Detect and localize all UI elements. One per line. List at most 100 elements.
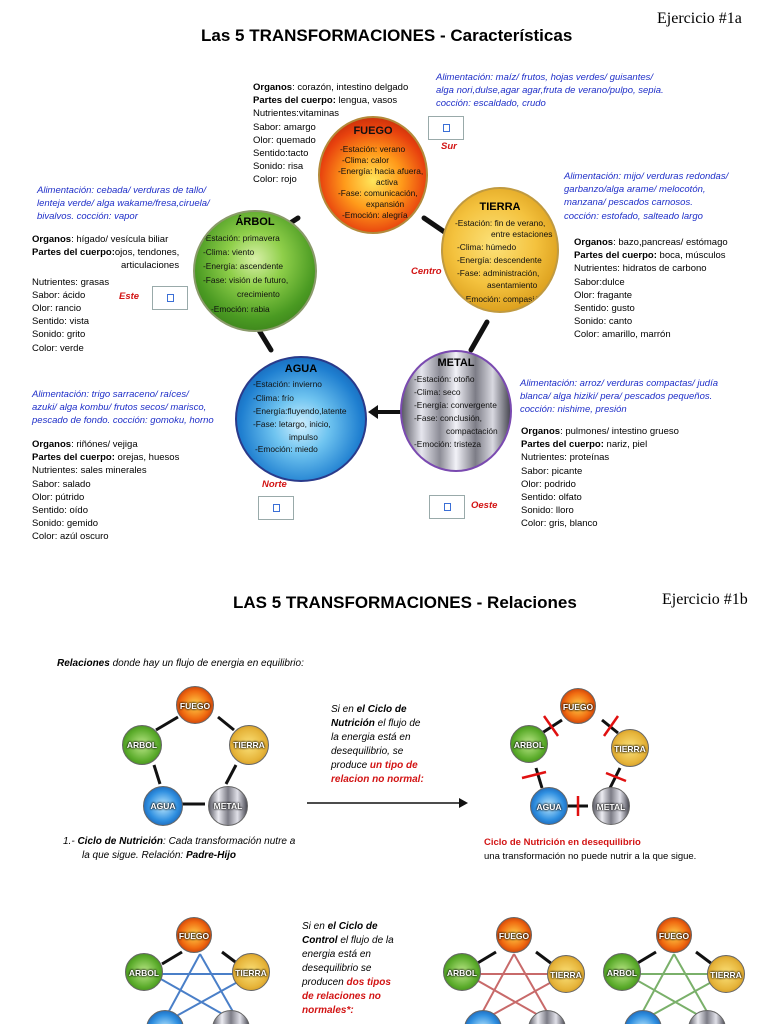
arbol-title: ÁRBOL <box>235 216 275 228</box>
metal-answer-box[interactable] <box>429 495 465 519</box>
arbol-line-3: -Fase: visión de futuro, <box>203 275 289 285</box>
fuego-line-3: activa <box>376 177 398 187</box>
nutrition-arbol-circle: ARBOL <box>122 725 162 765</box>
control-tierra-circle: TIERRA <box>232 953 270 991</box>
arbol-alimentacion: Alimentación: cebada/ verduras de tallo/… <box>37 185 210 223</box>
agua-circle: AGUA -Estación: invierno -Clima: frío -E… <box>235 356 367 482</box>
agua-line-4: impulso <box>289 432 318 442</box>
fuego-alimentacion: Alimentación: maíz/ frutos, hojas verdes… <box>436 72 664 110</box>
agua-direction: Norte <box>262 479 287 490</box>
arbol-line-5: -Emoción: rabia <box>211 304 270 314</box>
tierra-line-6: -Emoción: compasión <box>463 294 544 304</box>
metal-line-2: -Energía: convergente <box>414 400 497 410</box>
agua-line-5: -Emoción: miedo <box>255 444 318 454</box>
nutrition-tierra-circle: TIERRA <box>229 725 269 765</box>
arbol-direction: Este <box>119 291 140 302</box>
arbol-line-1: -Clima: viento <box>203 247 255 257</box>
fuego-info-line: Sentido:tacto <box>253 148 309 160</box>
control-fuego-circle: FUEGO <box>176 917 212 953</box>
tierra-circle: TIERRA -Estación: fin de verano, entre e… <box>441 187 559 313</box>
exercise-label-1b: Ejercicio #1b <box>662 591 748 608</box>
fuego-info-line: Partes del cuerpo: lengua, vasos <box>253 95 398 107</box>
arbol-line-2: -Energía: ascendente <box>203 261 284 271</box>
nutrition-agua-circle: AGUA <box>143 786 183 826</box>
fuego-line-4: -Fase: comunicación, <box>338 188 418 198</box>
agua-line-2: -Energía:fluyendo,latente <box>253 406 347 416</box>
agua-line-3: -Fase: letargo, inicio, <box>253 419 331 429</box>
metal-alimentacion: Alimentación: arroz/ verduras compactas/… <box>520 378 719 416</box>
fuego-circle: FUEGO -Estación: verano -Clima: calor -E… <box>318 116 428 234</box>
nutrition-fuego-circle: FUEGO <box>176 686 214 724</box>
metal-info: Organos: pulmones/ intestino grueso Part… <box>521 426 679 530</box>
fuego-info-line: Color: rojo <box>253 174 297 186</box>
imbalanced-cycle-lines <box>521 715 627 816</box>
tierra-line-4: -Fase: administración, <box>457 268 540 278</box>
fuego-info-line: Sonido: risa <box>253 161 304 173</box>
tierra-line-3: -Energía: descendente <box>457 255 542 265</box>
fuego-title: FUEGO <box>353 125 393 137</box>
arbol-line-0: -Estación: primavera <box>203 233 280 243</box>
control3-tierra-circle: TIERRA <box>707 955 745 993</box>
arbol-circle: ÁRBOL -Estación: primavera -Clima: vient… <box>193 210 317 332</box>
agua-line-1: -Clima: frío <box>253 393 294 403</box>
arrow-right-icon <box>307 798 468 808</box>
connector-tierra-metal <box>468 319 490 353</box>
control3-fuego-circle: FUEGO <box>656 917 692 953</box>
fuego-line-1: -Clima: calor <box>342 155 389 165</box>
control2-tierra-circle: TIERRA <box>547 955 585 993</box>
arbol-info: Organos: hígado/ vesícula biliar Partes … <box>32 234 180 354</box>
imbalanced-fuego-circle: FUEGO <box>560 688 596 724</box>
metal-line-1: -Clima: seco <box>414 387 461 397</box>
metal-line-5: -Emoción: tristeza <box>414 439 482 449</box>
control-imbalance-text: Si en el Ciclo de Control el flujo de la… <box>302 921 394 1016</box>
fuego-answer-box[interactable] <box>428 116 464 140</box>
nutrition-imbalance-text: Si en el Ciclo de Nutrición el flujo de … <box>331 704 424 785</box>
connector-fuego-tierra <box>421 215 449 236</box>
fuego-info-line: Olor: quemado <box>253 134 316 146</box>
metal-line-3: -Fase: conclusión, <box>414 413 482 423</box>
fuego-info-line: Organos: corazón, intestino delgado <box>253 82 409 93</box>
nutrition-metal-circle: METAL <box>208 786 248 826</box>
fuego-info-line: Sabor: amargo <box>253 121 316 133</box>
imbalanced-arbol-circle: ARBOL <box>510 725 548 763</box>
tierra-line-2: -Clima: húmedo <box>457 242 517 252</box>
control-arbol-circle: ARBOL <box>125 953 163 991</box>
metal-circle: METAL -Estación: otoño -Clima: seco -Ene… <box>400 350 512 472</box>
arrow-head-icon <box>368 405 378 419</box>
arbol-line-4: crecimiento <box>237 289 280 299</box>
metal-line-0: -Estación: otoño <box>414 374 475 384</box>
metal-direction: Oeste <box>471 500 498 511</box>
fuego-direction: Sur <box>441 141 457 152</box>
tierra-line-5: asentamiento <box>487 280 538 290</box>
tierra-line-1: entre estaciones <box>491 229 553 239</box>
metal-line-4: compactación <box>446 426 498 436</box>
agua-line-0: -Estación: invierno <box>253 379 322 389</box>
imbalanced-tierra-circle: TIERRA <box>611 729 649 767</box>
imbalance-caption: Ciclo de Nutrición en desequilibrio una … <box>484 837 697 862</box>
tierra-direction: Centro <box>411 266 442 277</box>
imbalanced-metal-circle: METAL <box>592 787 630 825</box>
control2-fuego-circle: FUEGO <box>496 917 532 953</box>
tierra-title: TIERRA <box>479 201 521 213</box>
tierra-alimentacion: Alimentación: mijo/ verduras redondas/ g… <box>564 171 729 222</box>
tierra-line-0: -Estación: fin de verano, <box>455 218 546 228</box>
fuego-line-6: -Emoción: alegría <box>342 210 408 220</box>
control2-arbol-circle: ARBOL <box>443 953 481 991</box>
fuego-line-0: -Estación: verano <box>340 144 406 154</box>
fuego-line-5: expansión <box>366 199 405 209</box>
tierra-info: Organos: bazo,pancreas/ estómago Partes … <box>574 237 728 341</box>
agua-info: Organos: riñónes/ vejiga Partes del cuer… <box>32 439 180 543</box>
page-title-1b: LAS 5 TRANSFORMACIONES - Relaciones <box>233 593 577 612</box>
nutrition-cycle-caption: 1.- Ciclo de Nutrición: Cada transformac… <box>63 836 296 861</box>
page-title-1a: Las 5 TRANSFORMACIONES - Características <box>201 26 573 45</box>
fuego-info: Organos: corazón, intestino delgado Part… <box>253 81 408 187</box>
metal-title: METAL <box>437 357 475 369</box>
arbol-answer-box[interactable] <box>152 286 188 310</box>
agua-alimentacion: Alimentación: trigo sarraceno/ raíces/ a… <box>32 389 214 427</box>
relations-intro: Relaciones donde hay un flujo de energia… <box>57 658 304 669</box>
control3-arbol-circle: ARBOL <box>603 953 641 991</box>
agua-answer-box[interactable] <box>258 496 294 520</box>
exercise-label-1a: Ejercicio #1a <box>657 10 742 27</box>
imbalanced-agua-circle: AGUA <box>530 787 568 825</box>
fuego-line-2: -Energía: hacia afuera, <box>338 166 424 176</box>
